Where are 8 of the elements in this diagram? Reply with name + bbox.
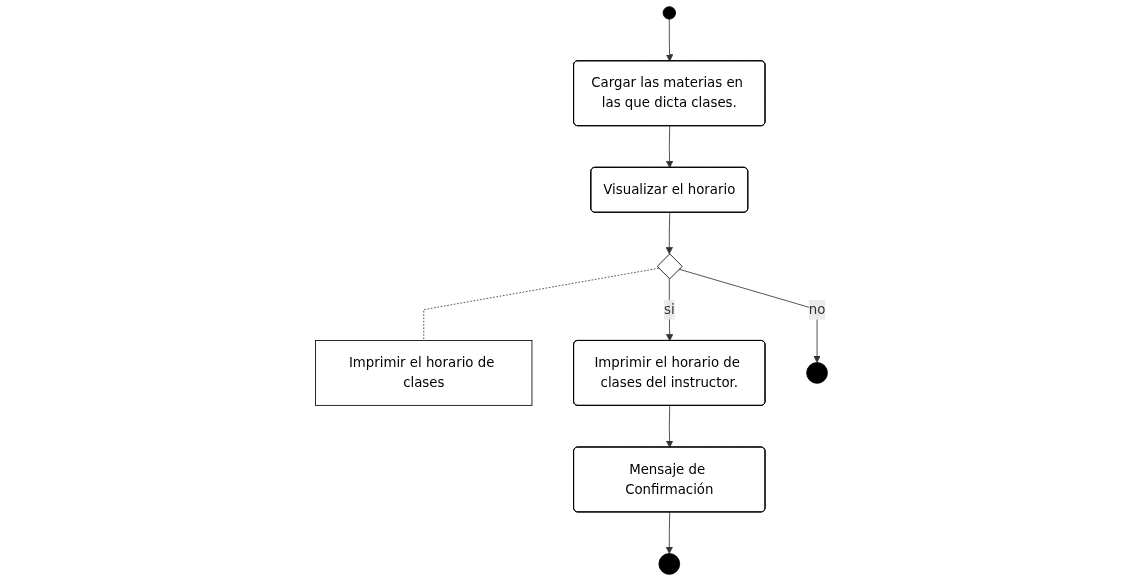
node-circle — [662, 6, 676, 20]
node-circle — [805, 362, 828, 384]
connector — [422, 267, 659, 341]
node-diamond — [656, 253, 683, 280]
node-circle — [658, 553, 680, 575]
edge-label: si — [663, 301, 675, 318]
edge-label: no — [808, 301, 825, 318]
node-box: Imprimir el horario de clases — [314, 340, 532, 406]
